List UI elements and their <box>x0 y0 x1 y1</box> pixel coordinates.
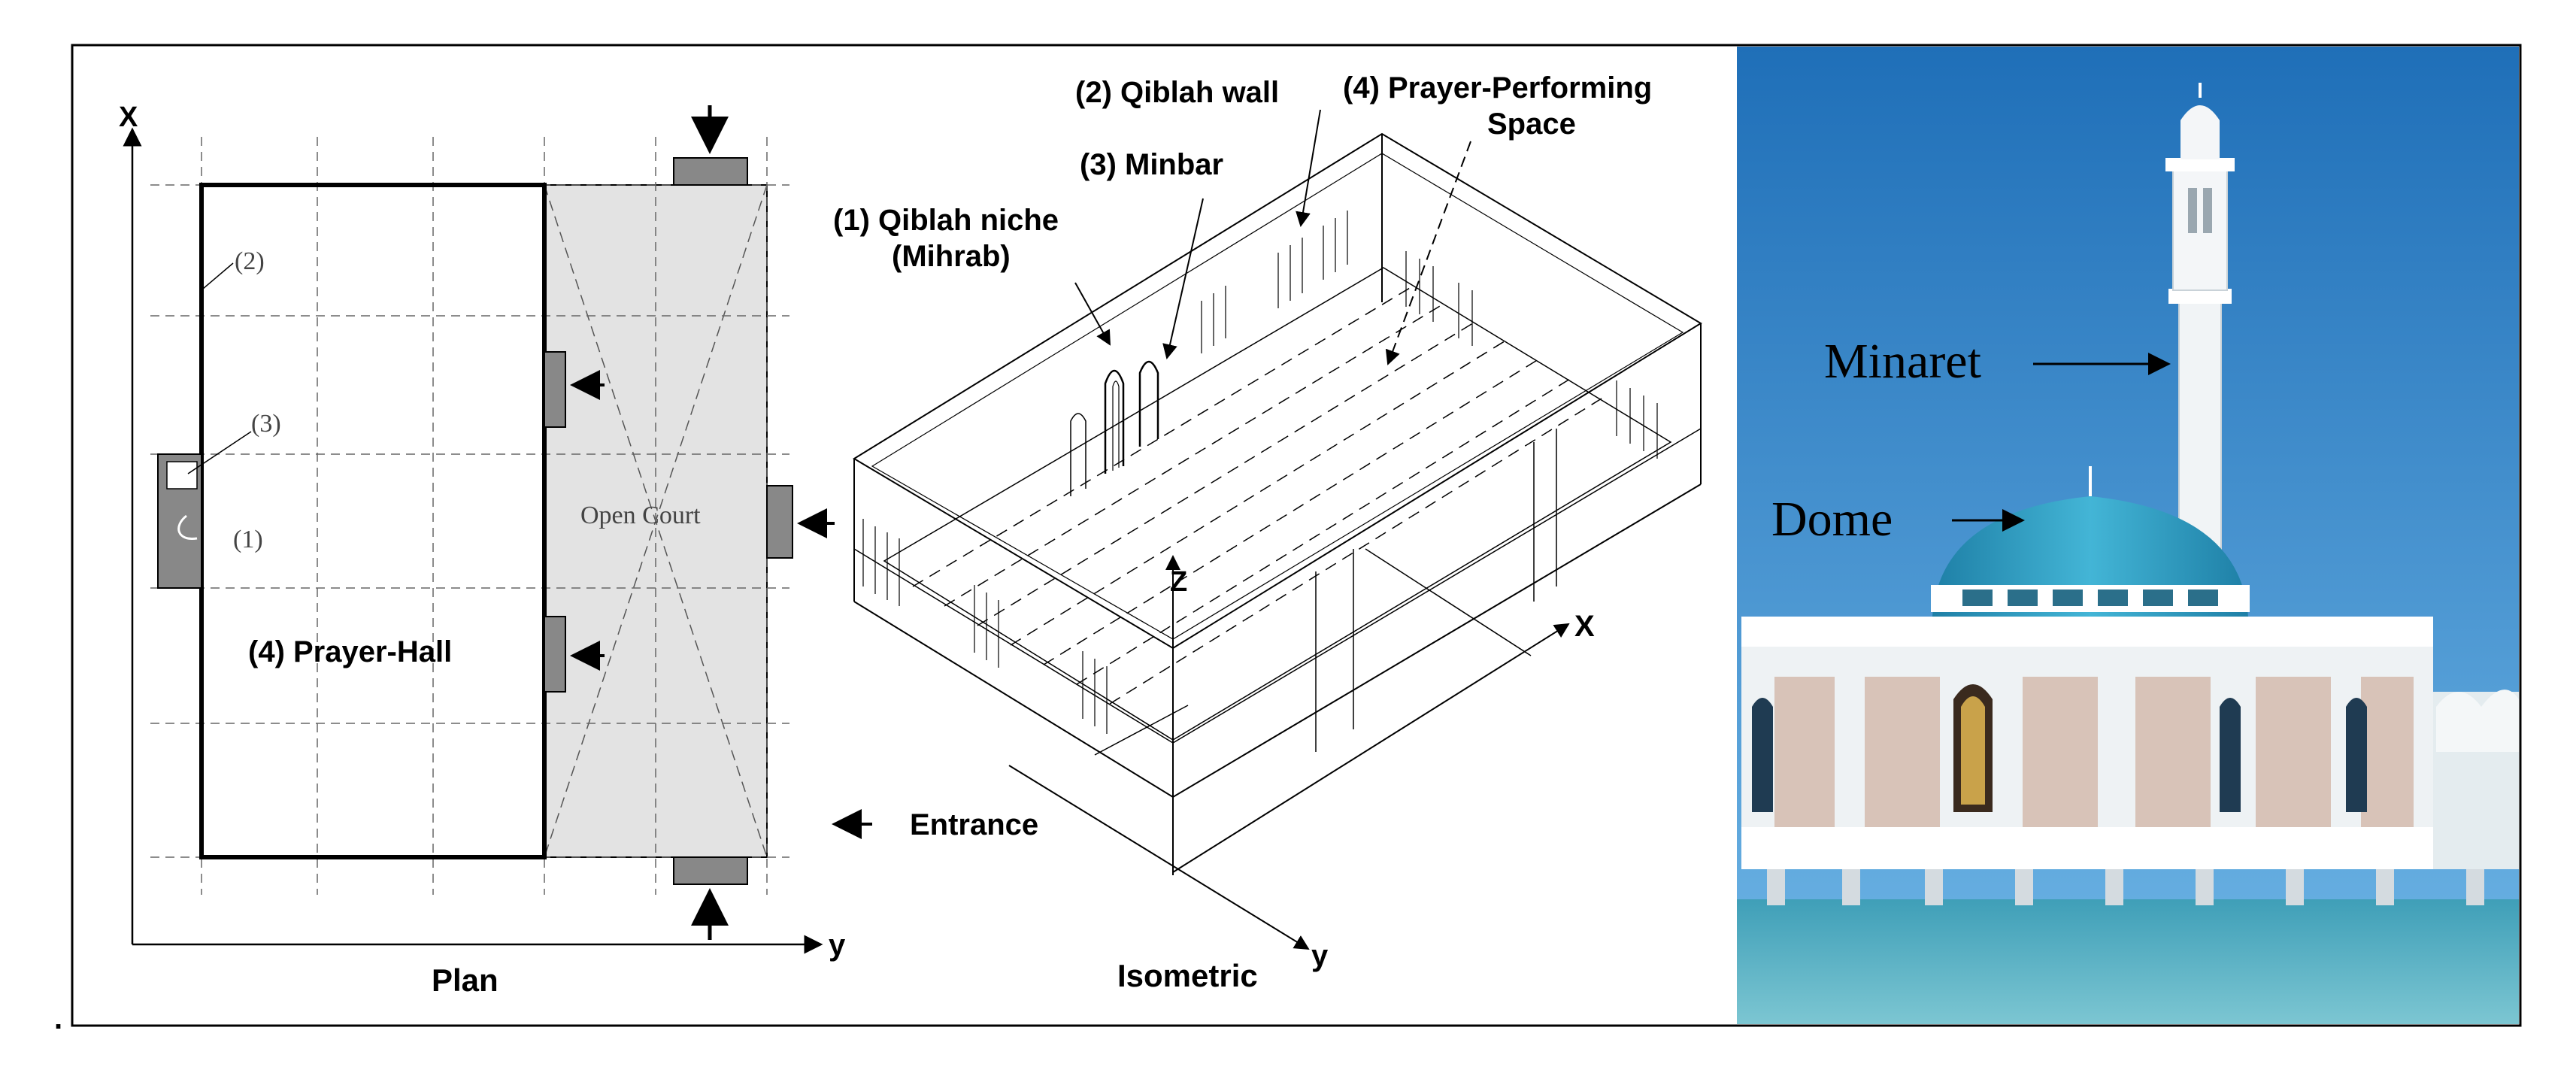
plan-marker-1: (1) <box>233 526 263 553</box>
iso-right-railing <box>1405 251 1658 459</box>
gate-inner-upper <box>544 351 566 428</box>
label-prayer-space-line1: (4) Prayer-Performing <box>1343 71 1652 105</box>
iso-left-railing <box>862 519 1108 734</box>
iso-minbar <box>1138 360 1159 447</box>
minaret <box>2165 83 2235 572</box>
gate-top <box>673 157 748 186</box>
minaret-label: Minaret <box>1824 334 1981 389</box>
leader-minbar <box>1162 198 1204 359</box>
iso-floor <box>883 267 1672 741</box>
plan-diagram: X y (2) (3) (1) Open Court (4) Prayer-Ha… <box>119 102 1038 998</box>
plan-title: Plan <box>432 962 499 998</box>
photo-water <box>1737 899 2519 1024</box>
plan-axis-x-label: X <box>119 102 138 133</box>
iso-floor-dashes <box>912 285 1602 705</box>
iso-mihrab <box>1104 369 1125 474</box>
leader-qiblah-wall <box>1296 109 1321 227</box>
minbar-block <box>166 461 198 490</box>
iso-y-axis <box>1008 765 1310 950</box>
gate-inner-lower <box>544 616 566 693</box>
iso-axis-z-label: Z <box>1170 566 1187 598</box>
marker-3-leader <box>187 431 252 474</box>
open-court-label: Open Court <box>580 502 701 529</box>
label-qiblah-wall: (2) Qiblah wall <box>1075 76 1279 109</box>
mosque-photo: Minaret Dome <box>1737 47 2519 1024</box>
gate-bottom <box>673 856 748 885</box>
entrance-label: Entrance <box>910 808 1038 841</box>
prayer-hall-outline <box>199 183 547 859</box>
footnote-dot: . <box>54 1002 62 1035</box>
prayer-hall-label: (4) Prayer-Hall <box>248 635 452 668</box>
iso-axis-y-label: y <box>1311 939 1329 972</box>
dome-label: Dome <box>1771 492 1893 547</box>
iso-axis-x-label: X <box>1574 610 1595 643</box>
gate-right <box>766 485 793 559</box>
isometric-diagram <box>853 132 1702 950</box>
label-mihrab: (Mihrab) <box>892 240 1011 273</box>
plan-marker-2: (2) <box>235 247 265 275</box>
iso-x-axis <box>1172 623 1570 873</box>
leader-mihrab <box>1074 282 1111 346</box>
figure-frame <box>71 44 2522 1027</box>
niche-curve <box>177 514 198 540</box>
iso-back-railing <box>1201 211 1348 353</box>
label-prayer-space-line2: Space <box>1487 108 1576 141</box>
plan-marker-3: (3) <box>251 410 281 438</box>
label-minbar: (3) Minbar <box>1080 148 1223 181</box>
isometric-labels: Z X y (1) Qiblah niche (Mihrab) (2) Qibl… <box>833 71 1652 993</box>
marker-2-leader <box>202 262 234 289</box>
isometric-title: Isometric <box>1117 958 1258 993</box>
leader-prayer-space <box>1385 141 1471 365</box>
plan-axis-y-label: y <box>829 929 846 962</box>
label-qiblah-niche: (1) Qiblah niche <box>833 204 1059 237</box>
